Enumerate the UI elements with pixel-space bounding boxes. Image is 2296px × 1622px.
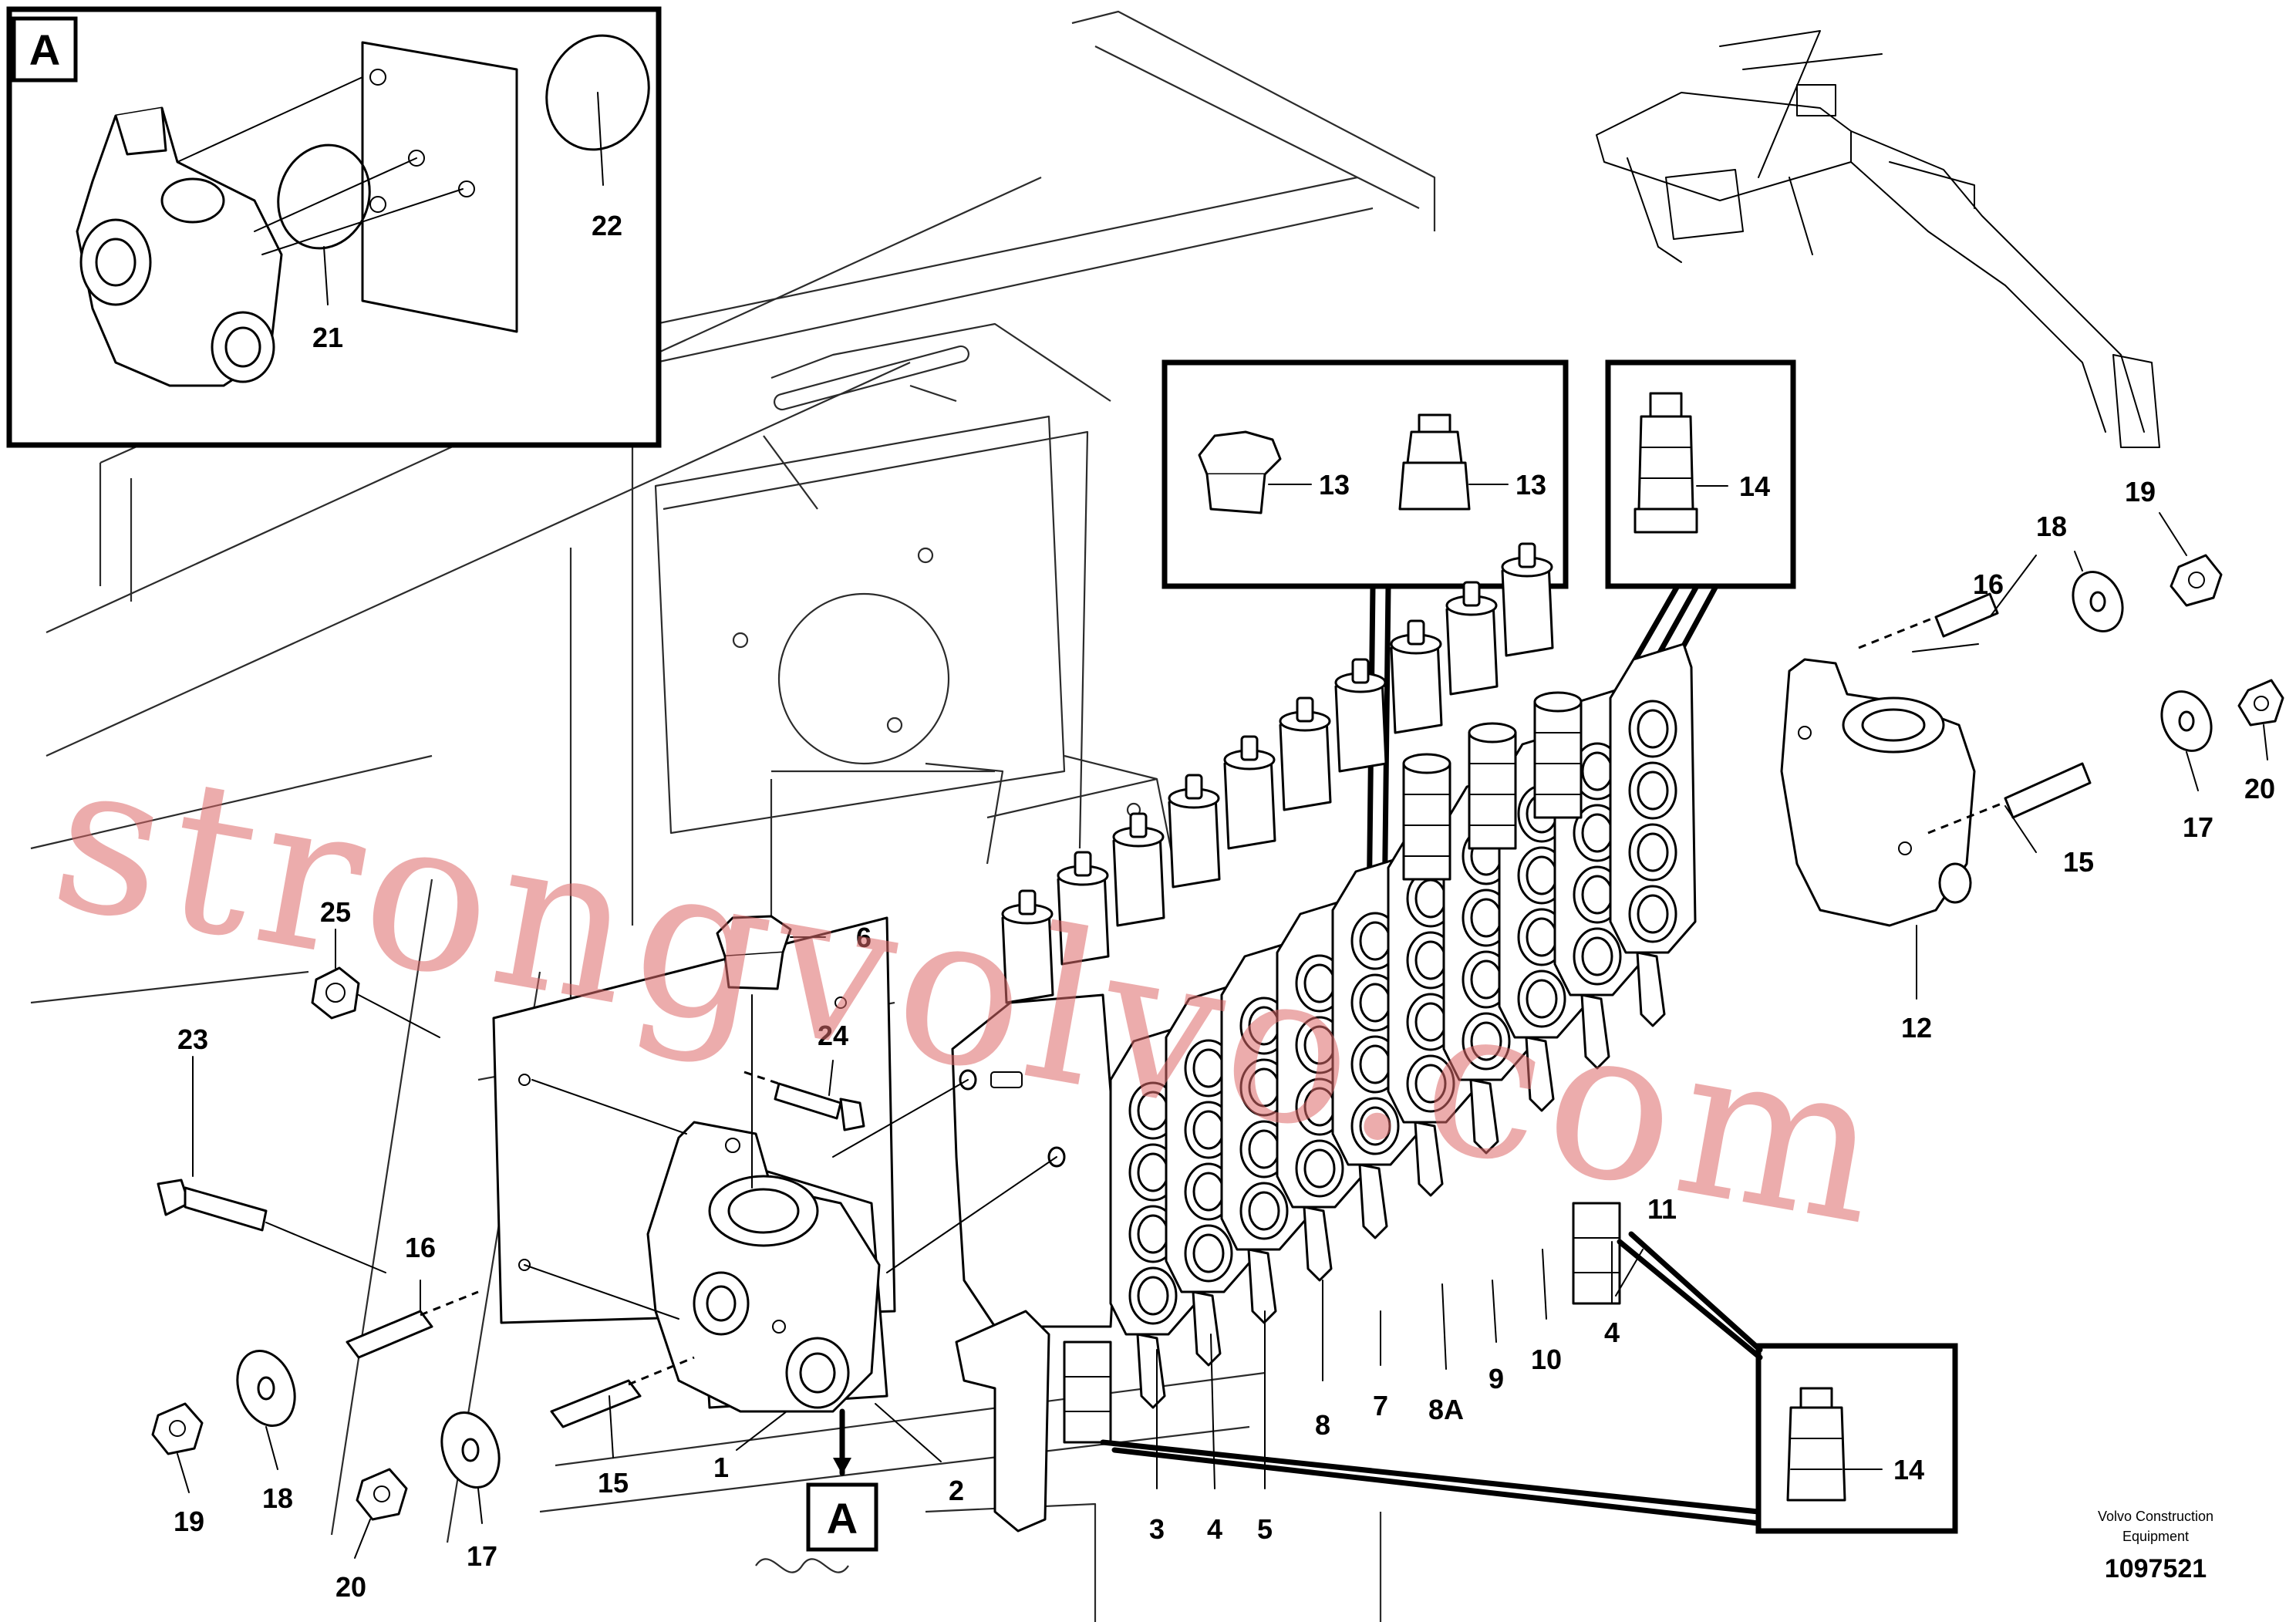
callout-16-right: 16 (1973, 568, 2004, 600)
callout-11: 11 (1647, 1193, 1677, 1225)
detail-a-inset: A 22 21 (6, 6, 662, 448)
callout-4-left: 4 (1207, 1513, 1222, 1545)
callout-13a: 13 (1319, 469, 1350, 501)
detail-box-13: 13 13 (1161, 359, 1569, 589)
spool-cap (1223, 735, 1276, 850)
spool-cap (1445, 581, 1499, 696)
detail-tag-a-bottom (806, 1482, 878, 1552)
washer-25 (311, 966, 360, 1020)
callout-10: 10 (1531, 1344, 1562, 1375)
detail-tag-a-label: A (29, 25, 60, 74)
callout-18-right: 18 (2036, 511, 2067, 542)
detail-box-14-bottom: 14 (1755, 1343, 1958, 1534)
callout-20-left: 20 (335, 1571, 366, 1603)
callout-22: 22 (592, 210, 622, 241)
callout-8: 8 (1315, 1409, 1330, 1441)
spool-cap (1501, 542, 1554, 657)
credit-line-2: Equipment (2122, 1529, 2189, 1544)
end-cover-assembly: 19 18 16 20 17 15 12 (1780, 476, 2284, 1044)
callout-14-top: 14 (1739, 470, 1770, 502)
callout-7: 7 (1373, 1390, 1388, 1421)
doc-number: 1097521 (2105, 1554, 2207, 1583)
callout-6: 6 (856, 922, 872, 953)
callout-15-left: 15 (598, 1467, 629, 1499)
check-fitting (1063, 1340, 1112, 1444)
credit-line-1: Volvo Construction (2098, 1509, 2213, 1524)
callout-8a: 8A (1428, 1394, 1464, 1425)
plug-13a (1198, 430, 1282, 476)
callout-23: 23 (177, 1023, 208, 1055)
spool-cap (1001, 889, 1054, 1004)
spool-cap (1112, 812, 1165, 927)
callout-14-bottom: 14 (1893, 1454, 1924, 1485)
callout-18-left: 18 (262, 1482, 293, 1514)
spool-cap (1334, 658, 1387, 773)
spool-cap (1390, 619, 1443, 734)
section-callouts: 11 4 10 9 8A 7 8 3 4 5 (1149, 1193, 1677, 1545)
callout-12: 12 (1901, 1012, 1932, 1044)
mounting-plate (361, 41, 518, 333)
valve-section (1609, 642, 1697, 1027)
inlet-section (951, 993, 1120, 1328)
check-valve-14-top (1649, 392, 1683, 418)
bolt-24 (774, 1082, 842, 1120)
callout-16-left: 16 (405, 1232, 436, 1263)
callout-1: 1 (713, 1452, 729, 1483)
relief-valve (1533, 691, 1583, 819)
detail-tag-a (12, 16, 78, 83)
inlet-cover-assembly: 6 24 23 25 16 15 (151, 896, 1057, 1603)
callout-9: 9 (1489, 1363, 1504, 1394)
callout-21: 21 (312, 322, 343, 353)
relief-valve (1468, 722, 1517, 850)
detail-box-14-top: 14 (1605, 359, 1796, 589)
callout-5: 5 (1257, 1513, 1273, 1545)
relief-valve (1402, 753, 1451, 881)
callout-3: 3 (1149, 1513, 1165, 1545)
o-ring-22 (545, 34, 650, 151)
callout-2: 2 (949, 1475, 964, 1506)
callout-17-right: 17 (2183, 811, 2213, 843)
callout-17-left: 17 (467, 1540, 497, 1572)
callout-25: 25 (320, 896, 351, 928)
lever (955, 1310, 1050, 1533)
callout-24: 24 (818, 1020, 848, 1051)
callout-15-right: 15 (2063, 846, 2094, 878)
box14b-pointer-b (1100, 1439, 1762, 1526)
callout-19-right: 19 (2125, 476, 2156, 508)
callout-19-left: 19 (174, 1506, 204, 1537)
control-valve-block (951, 542, 1697, 1533)
callout-4-right: 4 (1604, 1317, 1620, 1348)
machine-locator-sketch (1596, 30, 2160, 448)
fitting-13b (1418, 413, 1451, 433)
spool-cap (1168, 774, 1221, 889)
check-valve-14-bottom (1799, 1387, 1833, 1409)
box14b-pointer-a (1617, 1231, 1763, 1361)
callout-20-right: 20 (2244, 773, 2275, 804)
callout-13b: 13 (1515, 469, 1546, 501)
spool-cap (1279, 696, 1332, 811)
detail-tag-a-bottom-label: A (827, 1494, 858, 1543)
o-ring-21 (277, 143, 371, 250)
spool-cap (1057, 851, 1110, 966)
